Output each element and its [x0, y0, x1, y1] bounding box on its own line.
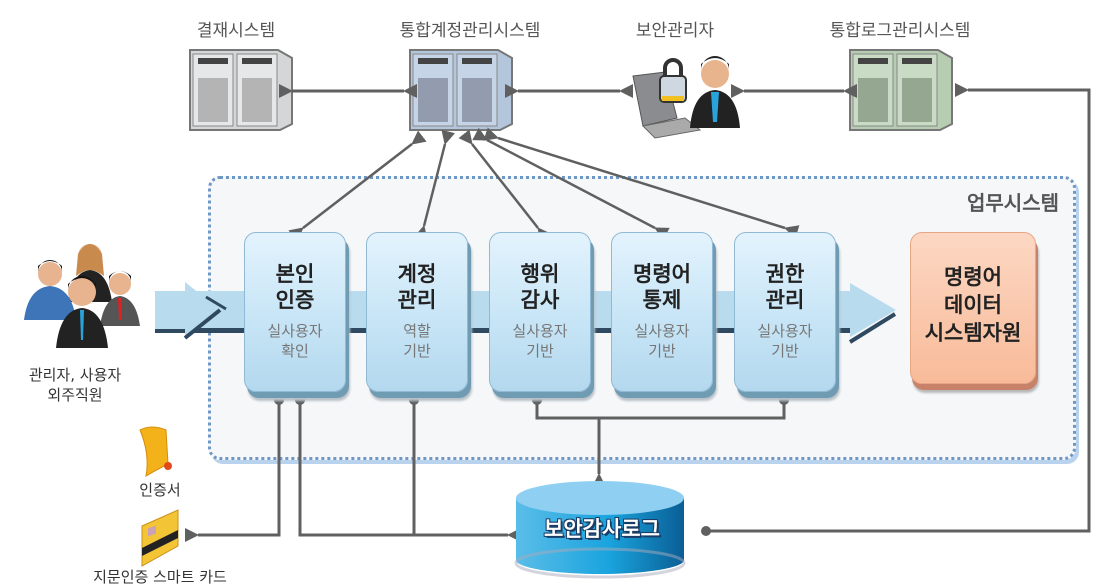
server-rack-log-mgmt-icon: [849, 49, 953, 131]
module-sub-line1: 실사용자: [757, 322, 813, 340]
module-title-line2: 감사: [520, 288, 560, 312]
resource-line3: 시스템자원: [924, 321, 1022, 345]
users-caption-line1: 관리자, 사용자: [28, 366, 122, 384]
module-title-line1: 행위: [520, 262, 560, 286]
system-label-account-mgmt: 통합계정관리시스템: [399, 21, 541, 41]
users-caption-line2: 외주직원: [47, 386, 103, 404]
resource-line1: 명령어: [944, 265, 1002, 289]
server-rack-account-mgmt-icon: [409, 49, 513, 131]
module-sub-line2: 기반: [403, 342, 431, 360]
security-admin-icon: [632, 56, 740, 139]
module-sub-line2: 기반: [526, 342, 554, 360]
module-sub-line1: 역할: [403, 322, 431, 340]
users-caption: 관리자, 사용자 외주직원: [10, 365, 140, 405]
module-title-line1: 계정: [397, 262, 437, 286]
module-title-line1: 권한: [765, 262, 805, 286]
bottom-connectors: [185, 400, 786, 542]
smart-card-caption: 지문인증 스마트 카드: [93, 568, 227, 586]
module-title-line2: 관리: [397, 288, 437, 312]
module-sub-line2: 확인: [281, 342, 309, 360]
module-sub-line1: 실사용자: [267, 322, 323, 340]
module-sub-line2: 기반: [648, 342, 676, 360]
connector-dots: [274, 395, 789, 405]
smart-card-icon: [141, 509, 179, 567]
server-rack-approval-icon: [189, 49, 293, 131]
audit-log-label: 보안감사로그: [544, 517, 660, 541]
module-title-line2: 관리: [765, 288, 805, 312]
system-label-approval: 결재시스템: [196, 21, 276, 41]
label-security-admin: 보안관리자: [635, 21, 715, 41]
module-title-line1: 본인: [275, 262, 315, 286]
module-title-line1: 명령어: [633, 262, 691, 286]
resource-box[interactable]: 명령어 데이터 시스템자원: [910, 232, 1036, 384]
certificate-caption: 인증서: [139, 481, 181, 499]
system-label-log-mgmt: 통합로그관리시스템: [829, 21, 971, 41]
account-mgmt-fan-arrows: [288, 127, 800, 243]
resource-line2: 데이터: [944, 293, 1002, 317]
business-system-title: 업무시스템: [967, 191, 1059, 215]
module-title-line2: 인증: [275, 288, 315, 312]
user-group-icon: [24, 244, 140, 348]
connector-audit-to-log-mgmt: [706, 83, 1091, 533]
module-sub-line1: 실사용자: [512, 322, 568, 340]
module-sub-line2: 기반: [771, 342, 799, 360]
database-audit-log-icon: [514, 481, 686, 579]
module-title-line2: 통제: [642, 288, 682, 312]
flow-exit-arrow: [848, 283, 897, 344]
module-sub-line1: 실사용자: [634, 322, 690, 340]
certificate-icon: [139, 426, 172, 477]
flow-entry-arrow: [155, 282, 227, 340]
